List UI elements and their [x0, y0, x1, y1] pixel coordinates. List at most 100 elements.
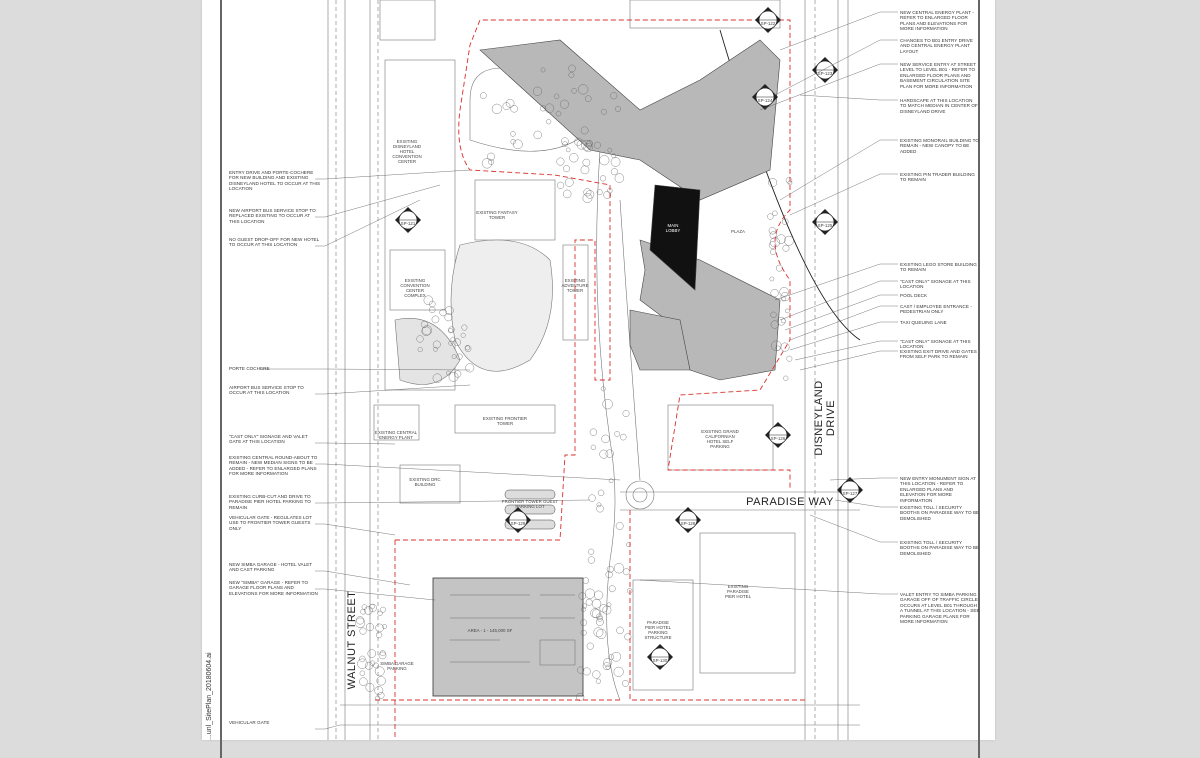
tree-symbol: [615, 106, 621, 112]
tree-symbol: [622, 568, 630, 576]
section-callout[interactable]: SP-127: [837, 477, 863, 503]
tree-symbol: [615, 522, 624, 530]
tree-symbol: [767, 213, 774, 220]
tree-symbol: [599, 604, 608, 613]
section-callout[interactable]: SP-129: [505, 507, 531, 533]
tree-symbol: [357, 658, 368, 669]
tree-symbol: [375, 623, 384, 633]
main-lobby: [649, 184, 701, 291]
tree-symbol: [439, 308, 447, 317]
leader-line: [789, 305, 898, 341]
tree-symbol: [454, 370, 462, 378]
label-line: PARADISE: [647, 620, 669, 625]
tree-symbol: [602, 662, 611, 671]
section-callout[interactable]: SP-124: [752, 84, 778, 110]
building-energy-plant: [373, 404, 420, 441]
label-line: EXISTING CENTRAL: [375, 430, 418, 435]
tree-symbol: [359, 627, 367, 635]
tree-symbol: [510, 105, 518, 113]
label-line: TOWER: [489, 215, 505, 220]
tree-symbol: [421, 326, 431, 336]
tree-symbol: [596, 615, 603, 622]
section-callout[interactable]: SP-122: [755, 7, 781, 33]
tree-symbol: [591, 609, 602, 619]
tree-symbol: [770, 289, 779, 298]
leader-line: [315, 442, 396, 445]
tree-symbol: [368, 603, 377, 612]
tree-symbol: [505, 99, 515, 108]
tree-symbol: [448, 372, 459, 382]
tree-symbol: [451, 354, 457, 359]
leader-line: [784, 294, 898, 331]
new-hotel-north-wing: [479, 39, 781, 201]
landscape-area: [394, 318, 461, 385]
leader-line: [774, 263, 898, 301]
callouts: SP-121 SP-122SP-123SP-124SP-125SP-126SP-1…: [395, 7, 863, 670]
label-line: CENTER: [406, 288, 424, 293]
tree-symbol: [377, 610, 383, 616]
tree-symbol: [608, 478, 614, 484]
tree-symbol: [450, 336, 456, 342]
leader-line: [779, 280, 898, 321]
callout-label: SP-129: [511, 521, 526, 526]
building-adventure-tower: [562, 244, 589, 341]
annotation-note: Existing toll / security booths on Parad…: [900, 505, 980, 521]
tree-symbol: [594, 590, 604, 600]
leader-line: [789, 321, 898, 351]
tree-symbol: [785, 177, 793, 184]
annotation-note: Vehicular gate - regulates lot use to Fr…: [229, 515, 312, 531]
tree-symbol: [382, 624, 387, 629]
tree-symbol: [610, 157, 621, 167]
tree-symbol: [608, 585, 616, 593]
tree-symbol: [606, 602, 612, 608]
section-callout[interactable]: SP-123: [812, 57, 838, 83]
roundabout-center: [632, 487, 648, 503]
tree-symbol: [433, 346, 438, 352]
label-line: EXISTING FANTASY: [476, 210, 517, 215]
tree-symbol: [460, 332, 466, 338]
label-line: LOBBY: [666, 228, 681, 233]
tree-symbol: [592, 670, 601, 679]
tree-symbol: [776, 264, 783, 272]
tree-symbol: [613, 563, 625, 574]
annotation-note: Existing toll / security booths on Parad…: [900, 540, 980, 556]
callout-label: SP-130: [653, 658, 668, 663]
leader-line: [315, 724, 341, 730]
tree-symbol: [444, 313, 453, 322]
tree-symbol: [583, 188, 592, 197]
tree-symbol: [600, 386, 606, 392]
leader-line: [315, 463, 621, 481]
tree-symbol: [364, 661, 373, 670]
label-line: HOTEL: [400, 149, 415, 154]
section-callout[interactable]: SP-126: [765, 422, 791, 448]
tree-symbol: [359, 670, 366, 676]
label-line: HOTEL SELF: [707, 439, 734, 444]
tree-symbol: [532, 86, 543, 96]
section-callout[interactable]: SP-125: [812, 209, 838, 235]
tree-symbol: [584, 95, 592, 102]
tree-symbol: [568, 64, 576, 73]
sheet-border: [220, 0, 980, 758]
annotation-note: New "Simba" garage - refer to garage flo…: [229, 580, 318, 596]
leader-line: [315, 499, 591, 504]
roundabout: [625, 480, 655, 510]
tree-symbol: [562, 141, 568, 147]
tree-symbol: [569, 153, 579, 163]
section-callout[interactable]: SP-121: [395, 207, 421, 233]
tree-symbol: [556, 181, 565, 189]
tree-symbol: [779, 287, 789, 297]
label-garage-area: AREA - 1 - 145,000 SF: [468, 628, 513, 633]
tree-symbol: [781, 218, 789, 225]
tree-symbol: [432, 340, 441, 349]
tree-symbol: [565, 147, 571, 153]
leader-line: [794, 340, 898, 361]
tree-symbol: [770, 249, 776, 256]
section-callout[interactable]: SP-130: [647, 644, 673, 670]
tree-symbol: [605, 449, 614, 458]
tree-symbol: [359, 677, 368, 686]
section-callout[interactable]: SP-128: [675, 507, 701, 533]
